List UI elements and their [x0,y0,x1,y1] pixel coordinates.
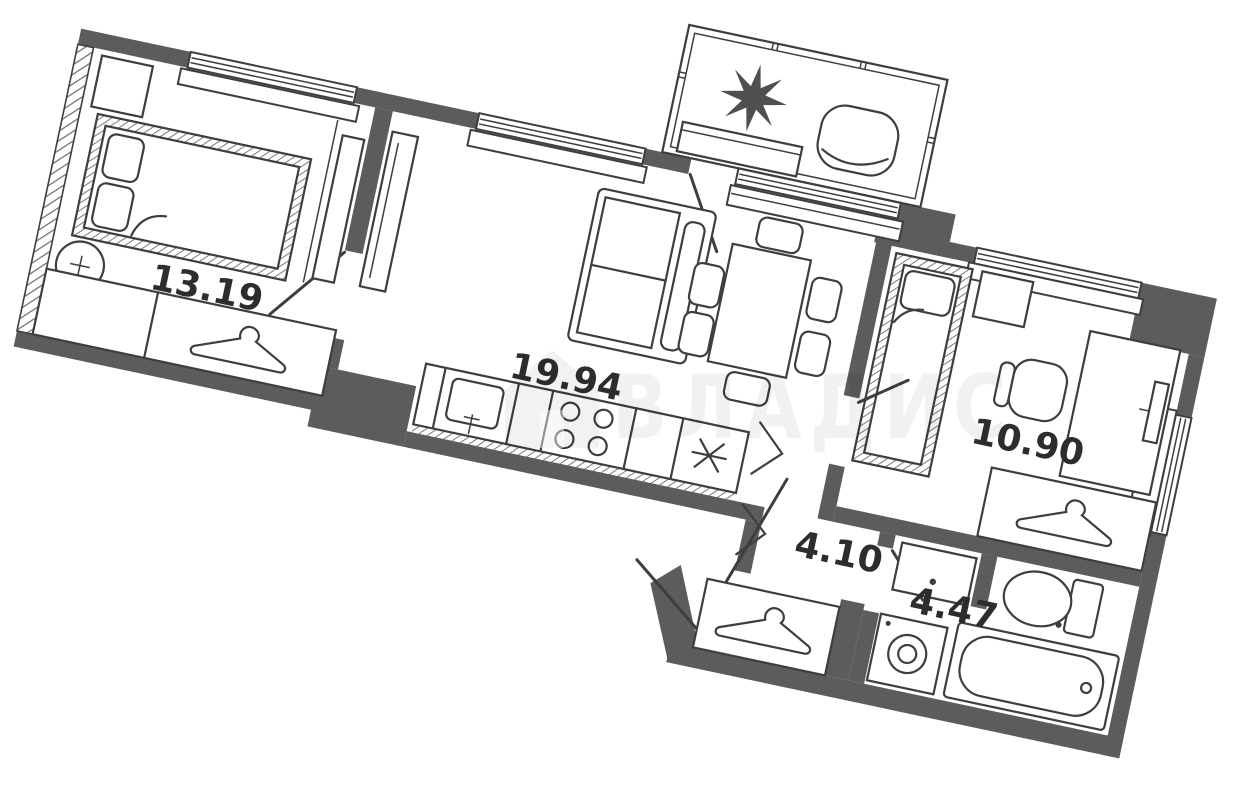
room-balcony [660,23,949,209]
stove-icon [554,401,614,457]
chair-icon [755,216,804,255]
wardrobe-hall [691,577,841,677]
pillow-icon [101,133,145,184]
armchair-icon [816,104,900,177]
chair-icon [805,276,843,324]
door-leaf-bedroom-2 [856,378,910,404]
kitchen-counter [411,362,751,495]
washing-machine-icon [865,612,949,696]
room-bedroom-2: 10.90 [850,251,1182,573]
nightstand-icon [971,270,1035,329]
blanket-fold [130,214,168,237]
house-logo-icon [505,350,599,448]
balcony-bench [675,120,804,178]
chair-icon [793,330,832,378]
wash-basin-icon [891,541,978,607]
single-bed-icon [850,251,974,478]
pillow-icon [90,182,135,232]
wardrobe-bedroom-1 [31,267,338,398]
floorplan: 13.19 [13,23,1217,759]
watermark-text: ВЛАДИС [612,356,1015,459]
room-living-kitchen: 19.94 [311,130,843,556]
walls [13,28,1217,759]
window-bedroom-2 [964,246,1145,317]
dining-table-icon [677,216,843,407]
room-label-hallway: 4.10 [791,524,886,583]
chair-icon [687,261,726,309]
plant-icon [720,64,787,132]
nightstand-icon [89,54,155,119]
watermark: ВЛАДИС [505,350,1015,459]
window-living [466,112,648,185]
insulated-wall [16,43,95,336]
toilet-icon [1002,570,1105,639]
chair-icon [677,310,715,358]
desk-chair-icon [993,358,1069,423]
balcony-glazing-outer [660,23,949,209]
bathtub-icon [942,621,1120,731]
blanket-fold [892,308,925,324]
pillow-icon [899,270,956,317]
wardrobe-bedroom-2 [975,466,1158,573]
sofa-icon [567,187,717,365]
window-living-balcony [725,167,905,243]
chair-icon [722,371,771,407]
desk-icon [1058,329,1182,497]
kitchen-wall-hatch [411,424,736,501]
kitchen-sink-icon [445,377,505,435]
refrigerator-icon [691,438,727,473]
double-bed-icon [70,112,313,282]
room-bedroom-1: 13.19 [31,54,346,398]
tv-unit [311,130,420,293]
window-bedroom-1 [176,50,361,283]
